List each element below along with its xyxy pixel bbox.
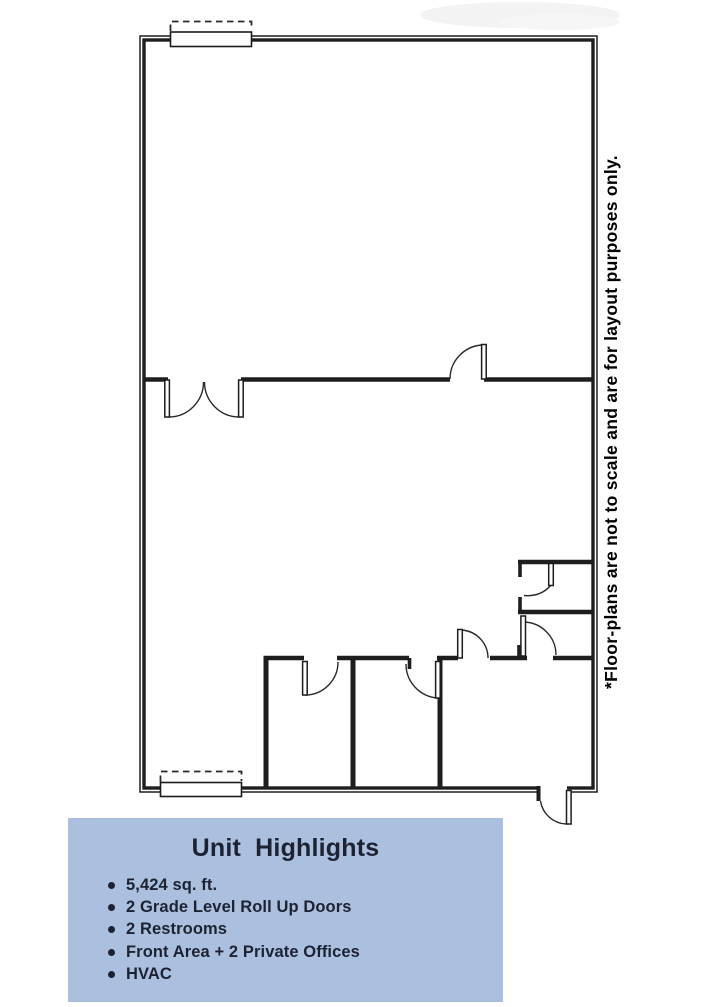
restroom-door-1 [523, 562, 555, 597]
office-walls [263, 658, 443, 788]
list-item-text: HVAC [126, 965, 172, 984]
warehouse-access-door [456, 628, 489, 659]
bullet-icon [108, 881, 115, 889]
disclaimer-note: *Floor-plans are not to scale and are fo… [601, 155, 621, 689]
list-item-text: 5,424 sq. ft. [126, 875, 218, 894]
restroom-door-2 [520, 615, 557, 657]
list-item-text: 2 Grade Level Roll Up Doors [126, 898, 352, 917]
restroom-walls [518, 559, 593, 615]
front-entry-door [536, 783, 572, 825]
roll-up-door-top [169, 20, 253, 48]
list-item: Front Area + 2 Private Offices [108, 941, 503, 963]
scan-smudge [420, 2, 620, 30]
list-item-text: 2 Restrooms [126, 920, 228, 939]
list-item: 2 Grade Level Roll Up Doors [108, 896, 503, 918]
highlights-list: 5,424 sq. ft. 2 Grade Level Roll Up Door… [68, 874, 503, 986]
bullet-icon [108, 948, 115, 956]
bullet-icon [108, 904, 115, 912]
bullet-icon [108, 926, 115, 934]
offices-top-wall [263, 645, 593, 669]
list-item: 5,424 sq. ft. [108, 874, 503, 896]
bullet-icon [108, 971, 115, 979]
office-door-1 [301, 660, 339, 696]
list-item: HVAC [108, 964, 503, 986]
roll-up-door-bottom [159, 770, 243, 798]
unit-highlights-panel: Unit Highlights 5,424 sq. ft. 2 Grade Le… [68, 818, 503, 1002]
floor-plan [139, 2, 620, 825]
list-item: 2 Restrooms [108, 919, 503, 941]
panel-title: Unit Highlights [191, 834, 380, 862]
outer-walls [139, 35, 598, 793]
double-entry-door [164, 379, 244, 418]
list-item-text: Front Area + 2 Private Offices [126, 942, 360, 961]
office-door-2 [405, 660, 441, 699]
warehouse-single-door [449, 343, 487, 380]
